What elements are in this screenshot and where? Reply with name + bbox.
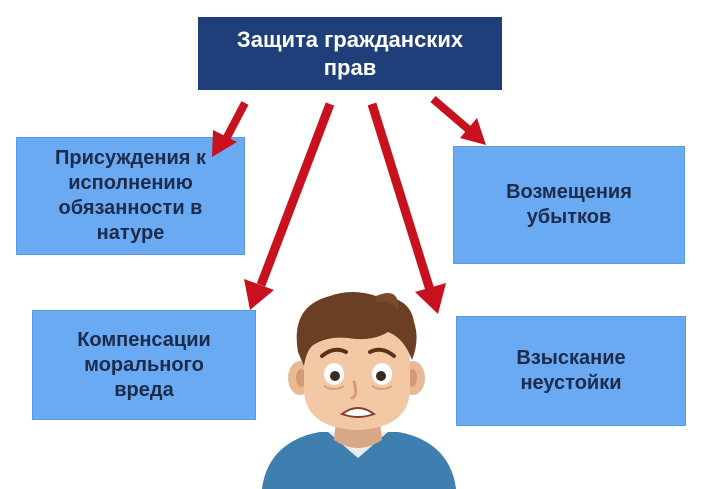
root-node-label: Защита гражданских прав xyxy=(236,27,464,80)
root-node: Защита гражданских прав xyxy=(198,17,502,90)
arrow-to-damages xyxy=(430,95,486,145)
branch-label: Взыскание неустойки xyxy=(516,347,626,394)
branch-node-moral-harm: Компенсации морального вреда xyxy=(32,310,256,420)
arrow-to-moral-harm xyxy=(244,102,335,310)
arrow-to-specific-performance xyxy=(212,101,249,157)
arrow-to-penalty xyxy=(367,102,446,314)
branch-node-damages: Возмещения убытков xyxy=(453,146,685,264)
branch-label: Компенсации морального вреда xyxy=(77,328,211,401)
branch-label: Присуждения к исполнению обязанности в н… xyxy=(55,147,206,244)
branch-label: Возмещения убытков xyxy=(506,181,632,228)
branch-node-specific-performance: Присуждения к исполнению обязанности в н… xyxy=(16,137,245,255)
branch-node-penalty: Взыскание неустойки xyxy=(456,316,686,426)
worried-man-avatar xyxy=(262,292,456,489)
